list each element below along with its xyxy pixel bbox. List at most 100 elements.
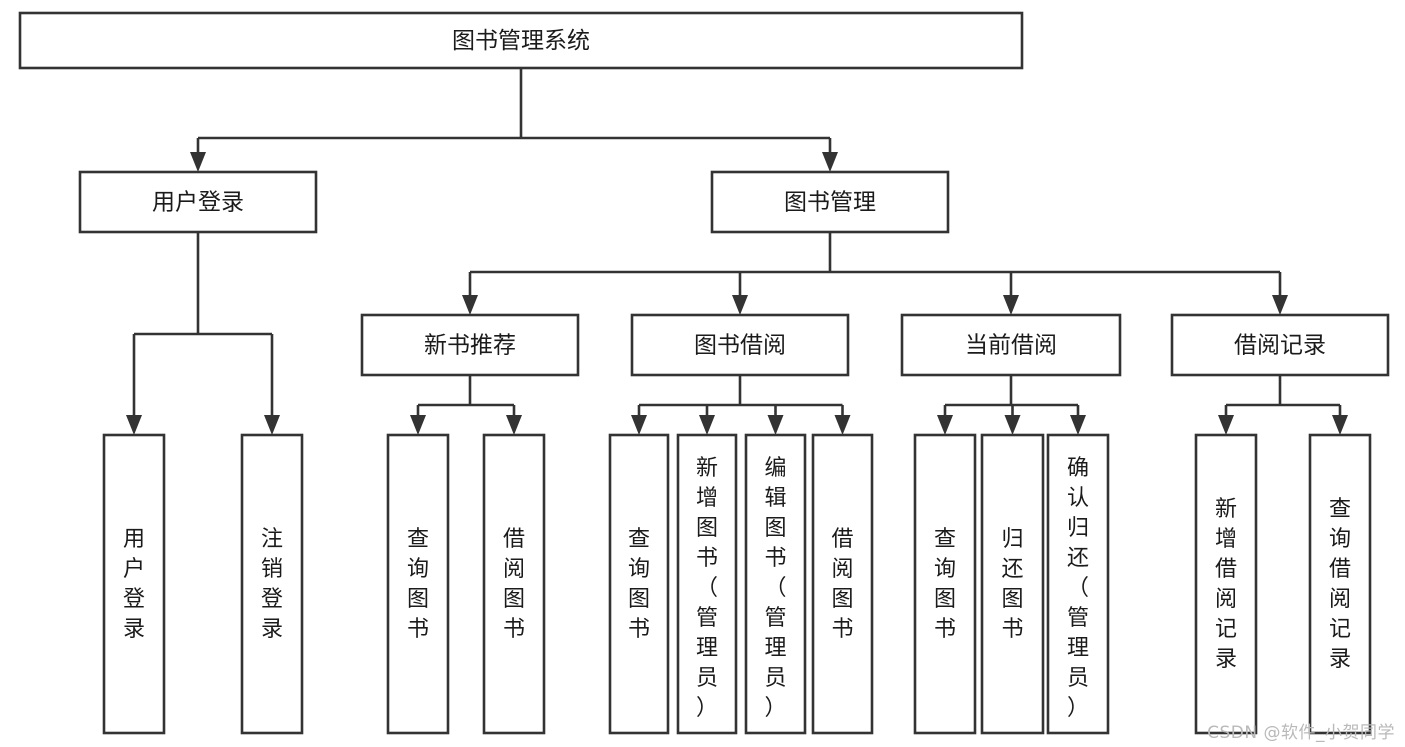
svg-text:借: 借 xyxy=(1215,557,1237,582)
svg-text:录: 录 xyxy=(123,617,145,642)
arrow-head-icon xyxy=(822,152,838,172)
svg-text:录: 录 xyxy=(261,617,283,642)
node-label: 当前借阅 xyxy=(965,333,1057,359)
arrow-head-icon xyxy=(410,415,426,435)
node-book-management[interactable]: 图书管理 xyxy=(710,170,950,234)
svg-text:理: 理 xyxy=(1067,636,1089,661)
svg-text:录: 录 xyxy=(1215,647,1237,672)
svg-text:图: 图 xyxy=(628,587,650,612)
node-current-borrow[interactable]: 当前借阅 xyxy=(900,313,1122,377)
svg-text:记: 记 xyxy=(1329,617,1351,642)
arrow-head-icon xyxy=(767,415,784,435)
svg-text:（: （ xyxy=(1067,576,1089,601)
svg-text:查: 查 xyxy=(628,527,650,552)
node-user-login[interactable]: 用户登录 xyxy=(102,433,166,735)
arrow-head-icon xyxy=(699,415,715,435)
svg-text:还: 还 xyxy=(1001,557,1023,582)
svg-text:图: 图 xyxy=(764,516,786,541)
arrow-head-icon xyxy=(462,295,478,315)
arrow-head-icon xyxy=(631,415,647,435)
svg-text:理: 理 xyxy=(696,636,718,661)
svg-text:书: 书 xyxy=(764,546,786,571)
svg-text:阅: 阅 xyxy=(503,557,525,582)
arrow-head-icon xyxy=(1004,415,1021,435)
svg-text:记: 记 xyxy=(1215,617,1237,642)
arrow-head-icon xyxy=(1003,295,1019,315)
svg-text:员: 员 xyxy=(696,666,718,691)
svg-text:借: 借 xyxy=(831,527,853,552)
svg-text:用: 用 xyxy=(123,527,145,552)
connectors-layer xyxy=(126,68,1348,435)
svg-text:（: （ xyxy=(764,576,786,601)
node-label: 图书借阅 xyxy=(694,333,786,359)
svg-text:认: 认 xyxy=(1067,486,1089,511)
svg-text:新: 新 xyxy=(1215,497,1237,522)
svg-text:书: 书 xyxy=(1001,617,1023,642)
node-book-borrow[interactable]: 图书借阅 xyxy=(630,313,850,377)
node-label: 图书管理系统 xyxy=(452,28,590,54)
node-label: 新书推荐 xyxy=(424,333,516,359)
arrow-head-icon xyxy=(190,152,206,172)
node-borrow-record[interactable]: 借阅记录 xyxy=(1170,313,1390,377)
svg-text:增: 增 xyxy=(696,486,718,511)
svg-text:书: 书 xyxy=(696,546,718,571)
svg-text:管: 管 xyxy=(696,606,718,631)
svg-text:增: 增 xyxy=(1215,527,1237,552)
svg-text:）: ） xyxy=(696,696,718,721)
arrow-head-icon xyxy=(264,415,280,435)
svg-text:阅: 阅 xyxy=(1329,587,1351,612)
arrow-head-icon xyxy=(732,295,748,315)
node-label: 图书管理 xyxy=(784,190,876,216)
svg-text:理: 理 xyxy=(764,636,786,661)
svg-text:户: 户 xyxy=(123,557,145,582)
node-user-login[interactable]: 用户登录 xyxy=(78,170,318,234)
svg-text:借: 借 xyxy=(503,527,525,552)
svg-text:阅: 阅 xyxy=(1215,587,1237,612)
arrow-head-icon xyxy=(834,415,851,435)
nodes-layer: 图书管理系统用户登录图书管理新书推荐图书借阅当前借阅借阅记录用户登录注销登录查询… xyxy=(18,11,1390,735)
svg-text:确: 确 xyxy=(1067,456,1089,481)
arrow-head-icon xyxy=(1332,415,1348,435)
node-new-book-recommend[interactable]: 新书推荐 xyxy=(360,313,580,377)
svg-text:归: 归 xyxy=(1001,527,1023,552)
svg-text:书: 书 xyxy=(407,617,429,642)
svg-text:管: 管 xyxy=(1067,606,1089,631)
node-label: 用户登录 xyxy=(152,190,244,216)
node-book-management-system[interactable]: 图书管理系统 xyxy=(18,11,1024,70)
svg-text:销: 销 xyxy=(261,557,283,582)
svg-text:归: 归 xyxy=(1067,516,1089,541)
svg-text:员: 员 xyxy=(1067,666,1089,691)
arrow-head-icon xyxy=(937,415,953,435)
svg-text:图: 图 xyxy=(696,516,718,541)
svg-text:辑: 辑 xyxy=(764,486,786,511)
svg-text:录: 录 xyxy=(1329,647,1351,672)
svg-text:书: 书 xyxy=(628,617,650,642)
svg-text:登: 登 xyxy=(261,587,283,612)
svg-text:注: 注 xyxy=(261,527,283,552)
svg-text:编: 编 xyxy=(764,456,786,481)
svg-text:）: ） xyxy=(1067,696,1089,721)
svg-text:借: 借 xyxy=(1329,557,1351,582)
